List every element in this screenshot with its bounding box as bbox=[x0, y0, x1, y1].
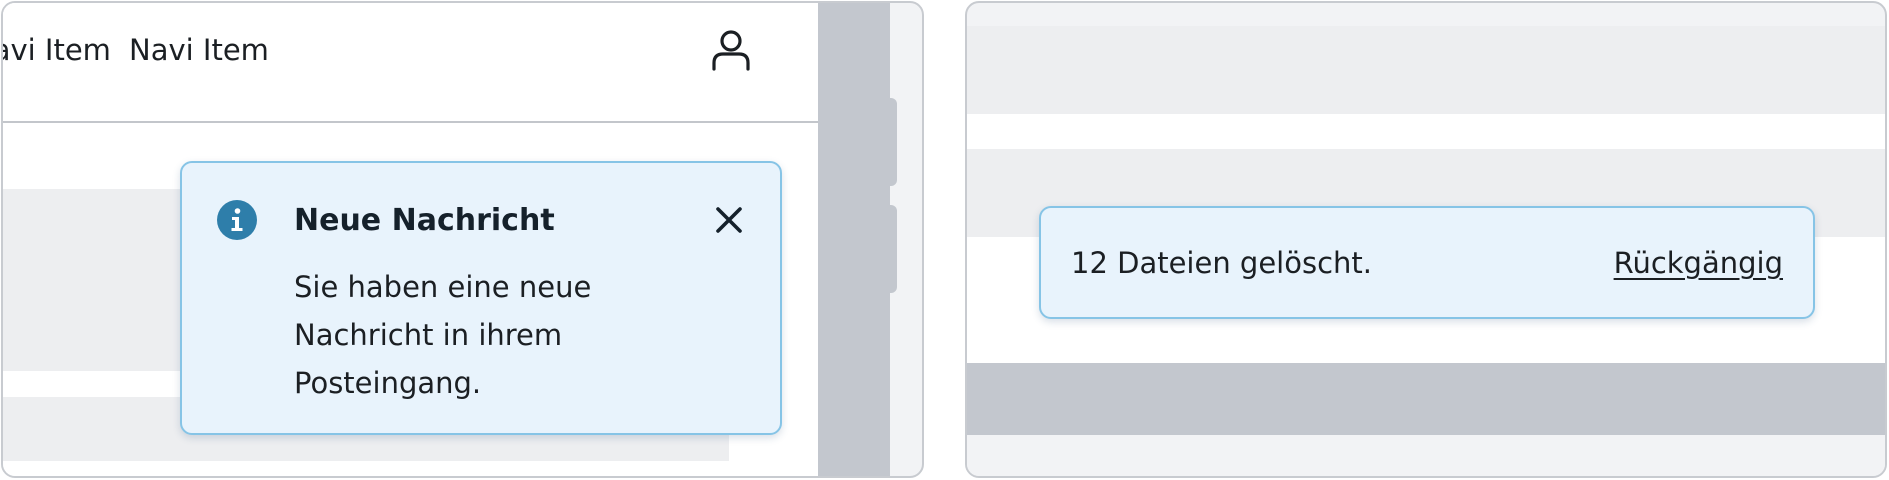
snackbar-demo-panel: 12 Dateien gelöscht. Rückgängig bbox=[965, 1, 1887, 478]
toast-demo-panel: Navi Item Navi Item Neue Nachricht Sie h… bbox=[1, 1, 924, 478]
undo-link[interactable]: Rückgängig bbox=[1613, 246, 1783, 280]
side-tab bbox=[875, 98, 897, 186]
toast-message: Sie haben eine neue Nachricht in ihrem P… bbox=[294, 270, 592, 400]
snackbar-message: 12 Dateien gelöscht. bbox=[1071, 246, 1373, 280]
user-icon[interactable] bbox=[709, 27, 753, 73]
info-icon bbox=[217, 200, 257, 240]
navigation-bar: Navi Item Navi Item bbox=[3, 3, 818, 123]
close-icon[interactable] bbox=[712, 203, 746, 237]
content-placeholder bbox=[967, 435, 1885, 476]
nav-item[interactable]: Navi Item bbox=[129, 33, 269, 67]
nav-item[interactable]: Navi Item bbox=[3, 33, 111, 67]
toast-notification: Neue Nachricht Sie haben eine neue Nachr… bbox=[180, 161, 782, 435]
snackbar: 12 Dateien gelöscht. Rückgängig bbox=[1039, 206, 1815, 319]
content-placeholder bbox=[967, 363, 1885, 435]
content-placeholder bbox=[967, 114, 1885, 149]
side-tab bbox=[875, 205, 897, 293]
content-placeholder bbox=[967, 26, 1885, 114]
toast-title: Neue Nachricht bbox=[294, 203, 555, 238]
